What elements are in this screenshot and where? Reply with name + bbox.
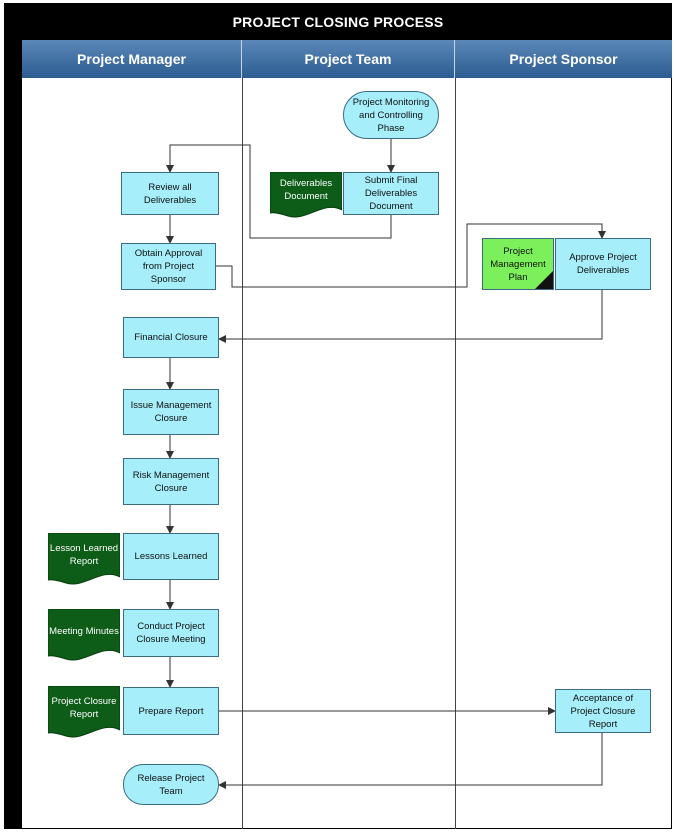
node-submit-final-deliverables: Submit Final Deliverables Document	[343, 172, 439, 215]
node-approve-project-deliverables: Approve Project Deliverables	[555, 238, 651, 290]
plan-corner-fold	[535, 271, 553, 289]
doc-closure-report-label: Project Closure Report	[51, 696, 117, 720]
doc-management-plan-label: Project Management Plan	[490, 245, 546, 283]
doc-deliverables-label: Deliverables Document	[279, 178, 333, 202]
node-risk-management-closure: Risk Management Closure	[123, 458, 219, 505]
node-release-project-team: Release Project Team	[123, 764, 219, 805]
doc-meeting-minutes-label: Meeting Minutes	[49, 625, 119, 637]
node-prepare-report: Prepare Report	[123, 687, 219, 735]
node-review-all-deliverables: Review all Deliverables	[121, 172, 219, 215]
node-financial-closure: Financial Closure	[123, 317, 219, 358]
lane-divider-1	[242, 78, 243, 829]
arrow-submit-to-review	[166, 144, 392, 239]
doc-deliverables-document: Deliverables Document	[270, 172, 342, 220]
doc-lesson-report-label: Lesson Learned Report	[49, 543, 119, 567]
arrow-obtain-to-approve	[216, 223, 606, 288]
node-lessons-learned: Lessons Learned	[123, 533, 219, 580]
arrow-approve-to-financial	[218, 290, 603, 343]
lane-header-project-sponsor: Project Sponsor	[455, 40, 672, 78]
node-project-monitoring: Project Monitoring and Controlling Phase	[343, 91, 439, 139]
lane-divider-2	[455, 78, 456, 829]
doc-project-management-plan: Project Management Plan	[482, 238, 554, 290]
node-obtain-approval: Obtain Approval from Project Sponsor	[121, 243, 216, 290]
left-border-bar	[4, 40, 22, 829]
diagram-title: PROJECT CLOSING PROCESS	[4, 3, 672, 40]
node-conduct-closure-meeting: Conduct Project Closure Meeting	[123, 609, 219, 657]
doc-meeting-minutes: Meeting Minutes	[48, 609, 120, 663]
doc-lesson-learned-report: Lesson Learned Report	[48, 533, 120, 587]
lane-header-project-manager: Project Manager	[22, 40, 242, 78]
arrow-acceptance-to-release	[218, 733, 603, 789]
node-acceptance-closure-report: Acceptance of Project Closure Report	[555, 689, 651, 733]
lane-header-project-team: Project Team	[242, 40, 455, 78]
node-issue-management-closure: Issue Management Closure	[123, 389, 219, 435]
doc-project-closure-report: Project Closure Report	[48, 686, 120, 740]
